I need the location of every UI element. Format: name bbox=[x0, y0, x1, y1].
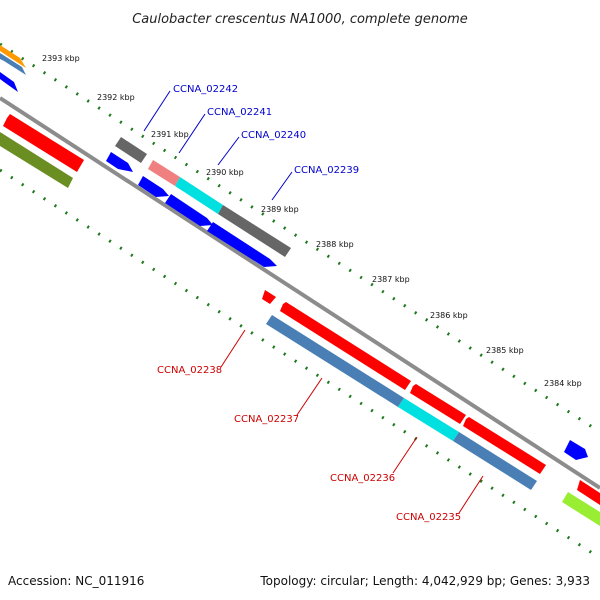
kbp-label: 2387 kbp bbox=[372, 275, 410, 284]
gene-label-reverse[interactable]: CCNA_02235 bbox=[396, 512, 461, 523]
feature-orange bbox=[0, 45, 26, 68]
feature-pink-02241 bbox=[148, 160, 180, 186]
leader-line bbox=[296, 377, 323, 416]
gene-label-forward[interactable]: CCNA_02240 bbox=[241, 130, 306, 141]
kbp-label: 2386 kbp bbox=[430, 311, 468, 320]
forward-gene-labels bbox=[143, 90, 293, 201]
outer-tick-track bbox=[0, 42, 600, 434]
feature-blue-right bbox=[564, 440, 588, 460]
leader-line bbox=[217, 136, 240, 166]
kbp-scale: 2393 kbp 2392 kbp 2391 kbp 2390 kbp 2389… bbox=[42, 54, 582, 388]
feature-lime-right bbox=[562, 492, 600, 526]
feature-red-02236 bbox=[410, 384, 466, 424]
feature-blue-small-a bbox=[106, 152, 133, 172]
feature-blue-long bbox=[207, 222, 277, 267]
feature-red-02235 bbox=[463, 417, 546, 474]
gene-label-forward[interactable]: CCNA_02241 bbox=[207, 107, 272, 118]
gene-label-reverse[interactable]: CCNA_02237 bbox=[234, 414, 299, 425]
feature-olive-left bbox=[0, 132, 73, 188]
gene-label-reverse[interactable]: CCNA_02238 bbox=[157, 365, 222, 376]
feature-red-small bbox=[262, 290, 276, 304]
kbp-label: 2391 kbp bbox=[151, 130, 189, 139]
feature-steelblue-02235 bbox=[453, 432, 537, 490]
reverse-gene-labels bbox=[220, 329, 484, 514]
feature-cyan-02236 bbox=[398, 398, 459, 441]
kbp-label: 2389 kbp bbox=[261, 205, 299, 214]
feature-red-left bbox=[3, 114, 84, 172]
kbp-label: 2385 kbp bbox=[486, 346, 524, 355]
leader-line bbox=[178, 113, 206, 154]
accession-label: Accession: NC_011916 bbox=[8, 574, 145, 588]
feature-red-right bbox=[577, 480, 600, 505]
kbp-label: 2390 kbp bbox=[206, 168, 244, 177]
topology-label: Topology: circular; Length: 4,042,929 bp… bbox=[260, 574, 590, 588]
feature-blue-small-b bbox=[138, 176, 169, 197]
feature-gray-02242 bbox=[115, 137, 147, 163]
kbp-label: 2392 kbp bbox=[97, 93, 135, 102]
leader-line bbox=[458, 475, 484, 514]
feature-cyan-02240 bbox=[175, 177, 223, 214]
leader-line bbox=[271, 171, 293, 201]
leader-line bbox=[392, 436, 418, 474]
feature-blue-left bbox=[0, 72, 18, 92]
leader-line bbox=[220, 329, 246, 368]
feature-gray-02239 bbox=[218, 205, 291, 257]
gene-label-reverse[interactable]: CCNA_02236 bbox=[330, 473, 395, 484]
feature-red-02237 bbox=[280, 302, 411, 390]
feature-steelblue-left bbox=[0, 53, 26, 75]
kbp-label: 2388 kbp bbox=[316, 240, 354, 249]
feature-blue-mid bbox=[165, 194, 213, 226]
genome-backbone bbox=[0, 96, 600, 490]
kbp-label: 2384 kbp bbox=[544, 379, 582, 388]
kbp-label: 2393 kbp bbox=[42, 54, 80, 63]
gene-label-forward[interactable]: CCNA_02239 bbox=[294, 165, 359, 176]
leader-line bbox=[143, 90, 171, 132]
inner-tick-track bbox=[0, 168, 600, 560]
map-title: Caulobacter crescentus NA1000, complete … bbox=[132, 12, 468, 27]
feature-steelblue-02238 bbox=[266, 315, 404, 407]
gene-label-forward[interactable]: CCNA_02242 bbox=[173, 84, 238, 95]
